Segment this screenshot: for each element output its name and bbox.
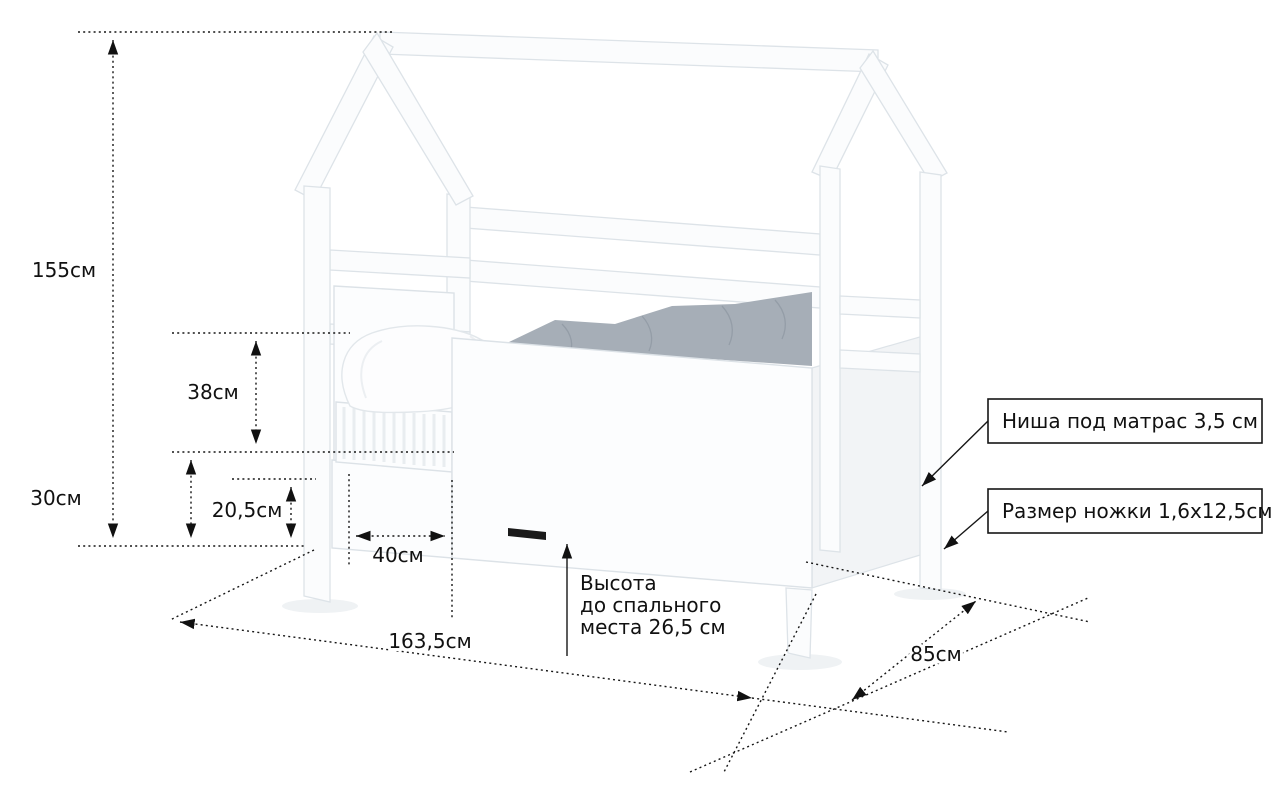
head-gable xyxy=(294,31,474,603)
dim-depth-label: 85см xyxy=(910,642,962,666)
callout-leg-label: Размер ножки 1,6x12,5см xyxy=(1002,499,1272,523)
upper-side-rail xyxy=(451,205,821,256)
dim-rail-label: 38см xyxy=(187,380,239,404)
guard-rail-panel xyxy=(451,337,813,589)
dim-base-label: 30см xyxy=(30,486,82,510)
foot-post-right xyxy=(919,171,942,591)
roof-ridge-beam xyxy=(379,31,879,73)
ext-perspective-left xyxy=(169,549,315,621)
front-right-leg xyxy=(785,587,813,659)
foot-crossbar-upper xyxy=(839,295,921,319)
callout-mattress-arrow xyxy=(921,420,989,487)
callout-mattress-box xyxy=(987,398,1263,444)
dimension-lines xyxy=(78,31,1091,773)
pillow-shading xyxy=(360,340,383,399)
foot-crossbar-lower xyxy=(839,349,921,373)
sleep-height-tick xyxy=(508,528,546,540)
ext-perspective-front-right xyxy=(723,593,817,773)
bed-illustration xyxy=(294,31,948,659)
ext-depth-back xyxy=(805,561,1091,623)
dim-depth-line xyxy=(851,600,977,701)
dim-length-label: 163,5см xyxy=(388,629,471,653)
dim-total-height-label: 155см xyxy=(32,258,96,282)
foot-roof-right-beam xyxy=(859,49,948,183)
dim-opening-label: 40см xyxy=(372,543,424,567)
ext-floor-front-cont xyxy=(751,697,1009,733)
ext-depth-front xyxy=(689,597,1089,773)
dim-niche-label: 20,5см xyxy=(212,498,283,522)
mattress-quilting xyxy=(342,407,446,467)
head-post-left xyxy=(303,185,331,603)
floor-shadows xyxy=(282,588,966,670)
head-roof-right-beam xyxy=(362,31,474,206)
sleep-height-label-line2: до спального xyxy=(580,593,721,617)
dimension-labels: 155см 38см 30см 20,5см 40см 163,5см 85см… xyxy=(30,258,965,669)
foot-post-left xyxy=(819,165,841,553)
sleep-height-label-line3: места 26,5 см xyxy=(580,615,726,639)
callout-leg-box xyxy=(987,488,1263,534)
blanket xyxy=(452,292,812,366)
callout-mattress-label: Ниша под матрас 3,5 см xyxy=(1002,409,1258,433)
sleep-height-label-line1: Высота xyxy=(580,571,657,595)
callout-leg-arrow xyxy=(943,510,989,550)
callouts: Ниша под матрас 3,5 см Размер ножки 1,6x… xyxy=(921,398,1272,550)
